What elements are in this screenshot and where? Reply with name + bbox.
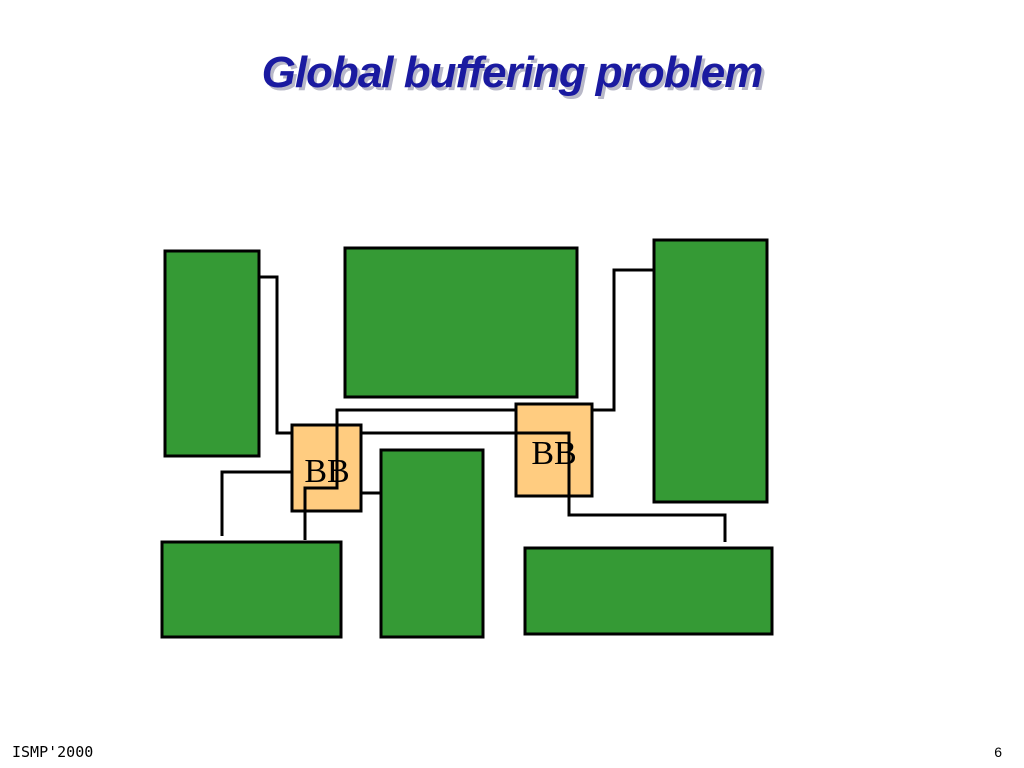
- block-top-center: [343, 246, 579, 399]
- block-right-tall: [652, 238, 769, 504]
- block-center-bottom: [379, 448, 485, 639]
- slide-title: Global buffering problem: [261, 48, 764, 97]
- block-bottom-right: [523, 546, 774, 636]
- wire-over-right-buffer: [516, 431, 571, 496]
- buffer-left-label: BB: [304, 453, 349, 490]
- footer-page-number: 6: [994, 744, 1002, 760]
- wire-left-buffer-to-bottom-left: [220, 470, 301, 536]
- buffer-right: BB: [514, 402, 594, 498]
- block-bottom-left: [160, 540, 343, 639]
- block-top-left: [163, 249, 261, 458]
- wire-over-left-buffer: [303, 425, 339, 511]
- buffer-left: BB: [290, 423, 363, 513]
- footer-conference: ISMP'2000: [12, 743, 94, 761]
